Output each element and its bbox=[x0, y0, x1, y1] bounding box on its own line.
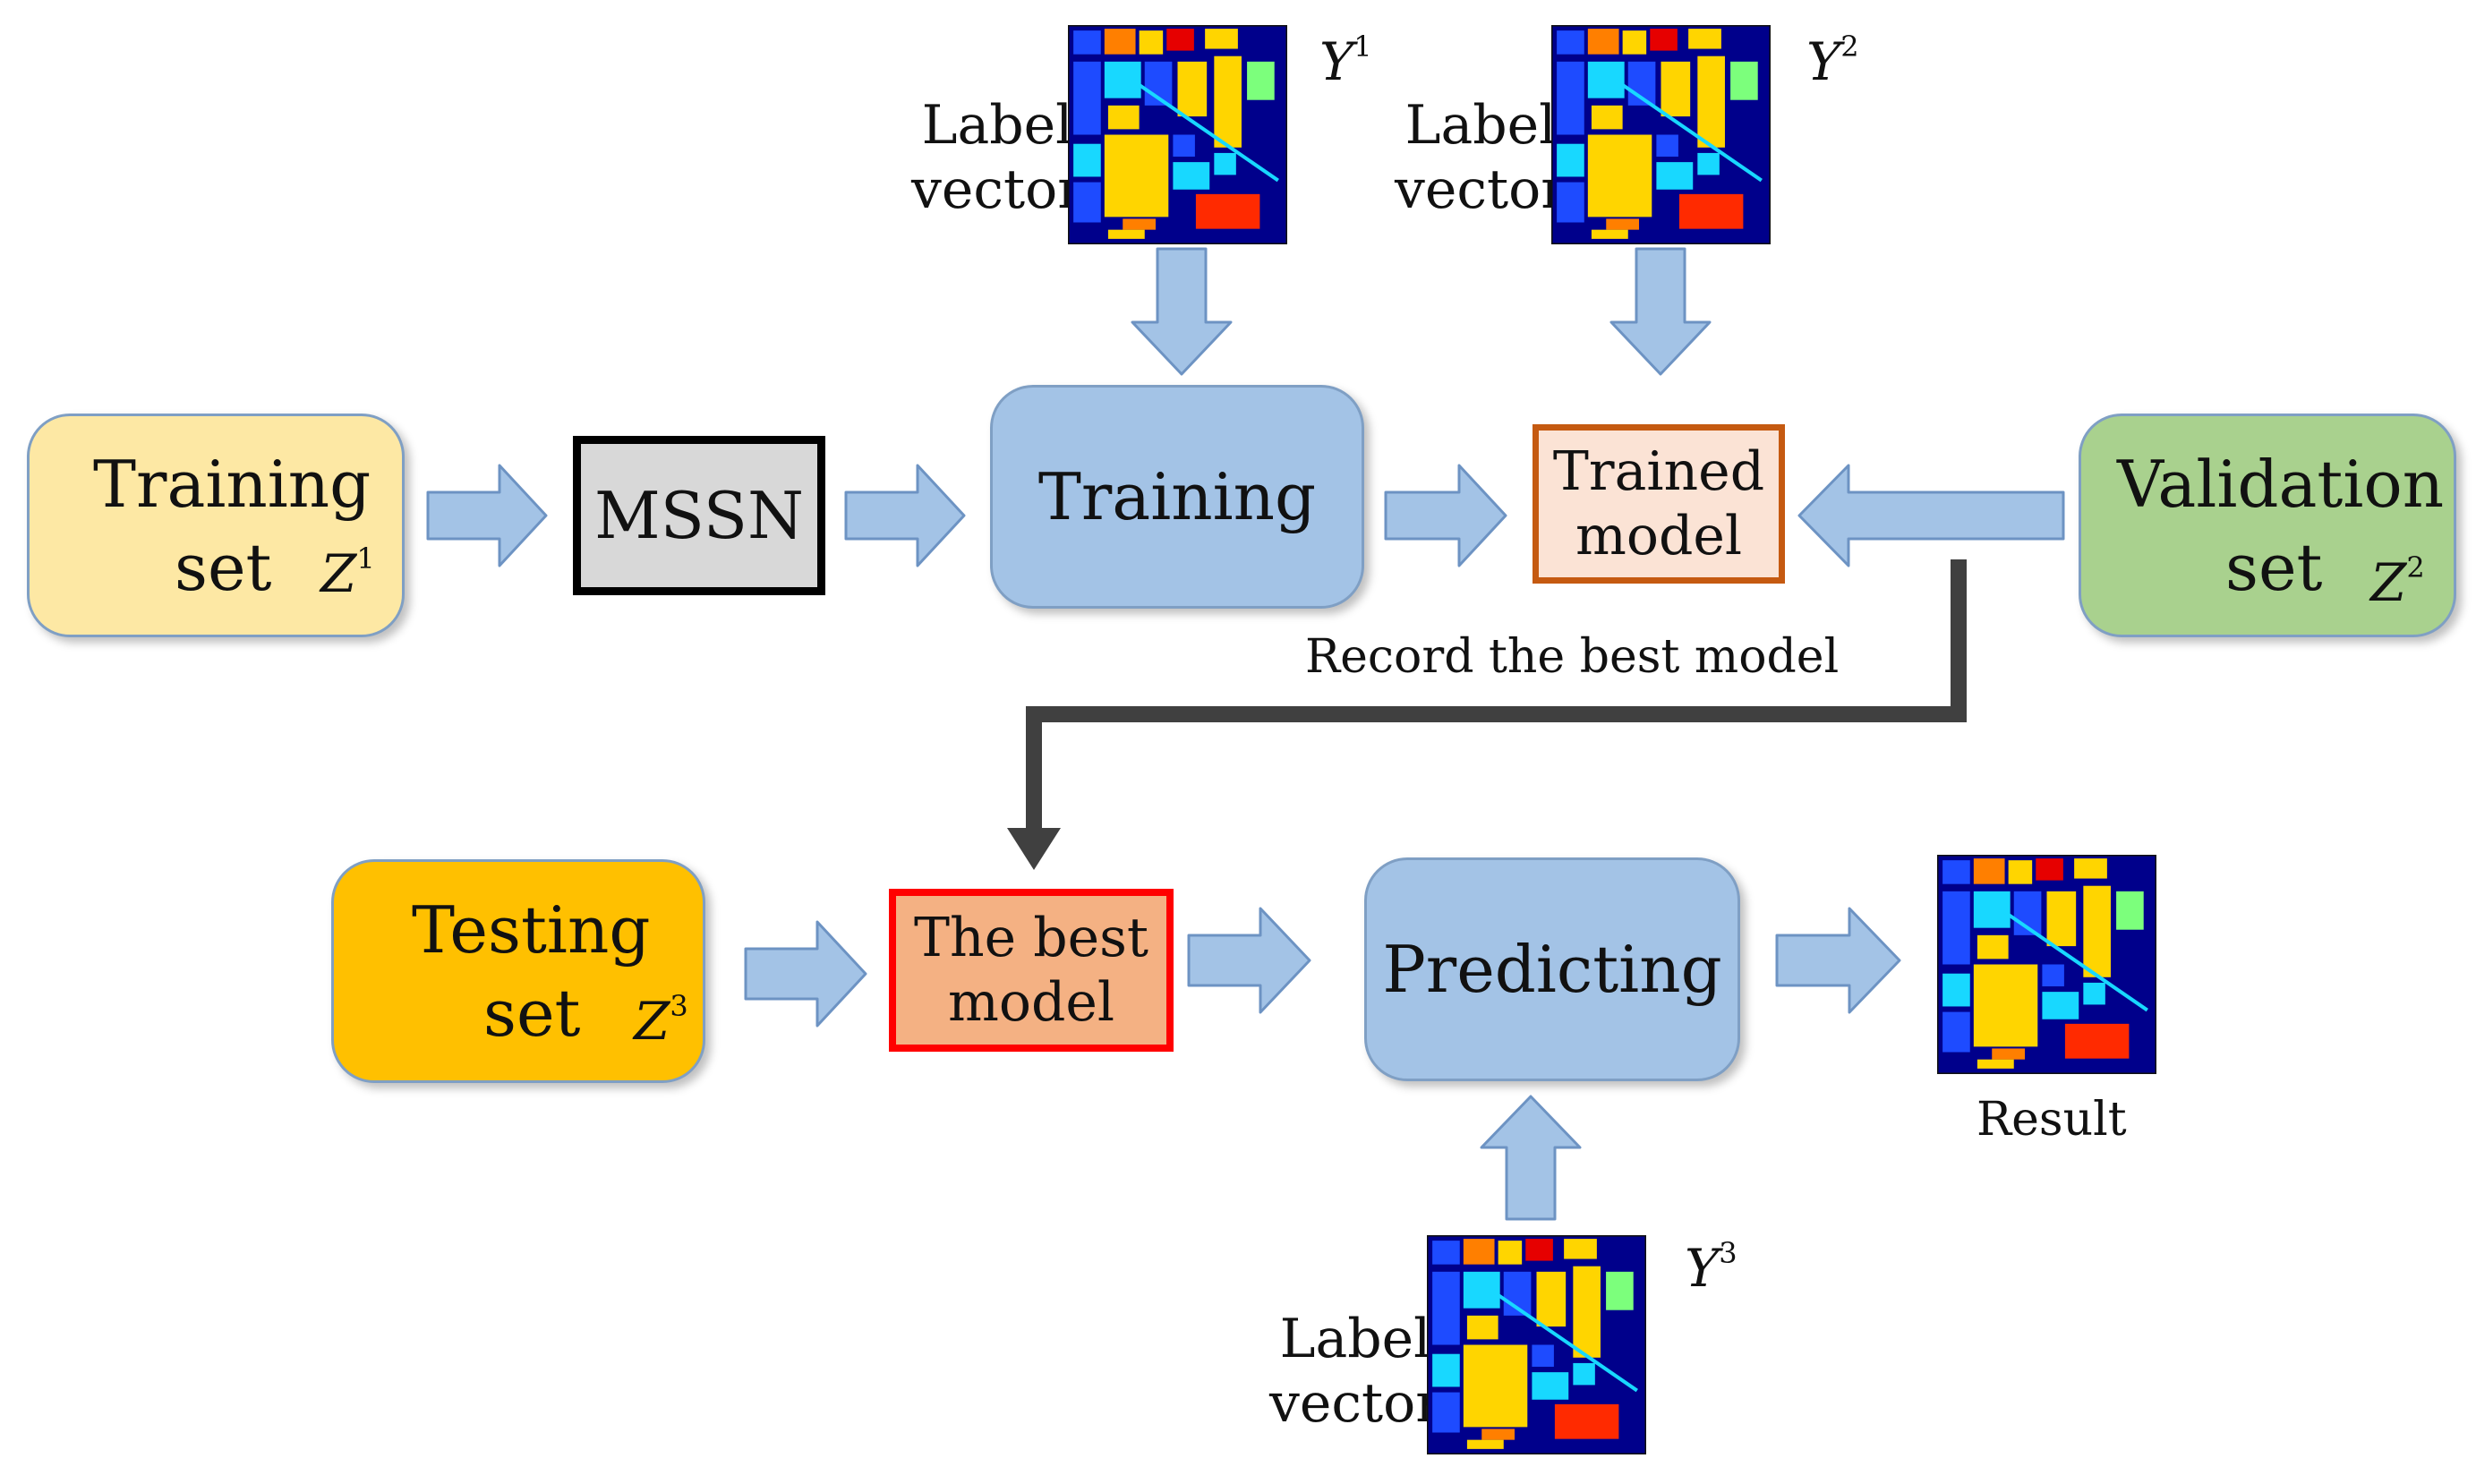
result-map bbox=[1937, 855, 2156, 1074]
label-vector-1-map bbox=[1068, 25, 1287, 244]
validation-set-symbol-sup: 2 bbox=[2406, 550, 2425, 584]
label-vector-1-symbol: Y1 bbox=[1319, 32, 1372, 88]
arrow-validation-to-trainedmodel bbox=[1797, 464, 2065, 567]
testing-set-line1: Testing bbox=[412, 892, 651, 968]
label-vector-1-symbol-letter: Y bbox=[1319, 31, 1354, 92]
arrow-labelvector3-up bbox=[1480, 1095, 1582, 1221]
predicting-label: Predicting bbox=[1382, 932, 1722, 1007]
validation-set-line1: Validation bbox=[2117, 447, 2445, 522]
label-vector-1-line1: Label bbox=[921, 94, 1073, 157]
training-set-symbol-sup: 1 bbox=[356, 542, 375, 576]
testing-set-symbol-sup: 3 bbox=[670, 989, 688, 1023]
arrow-predicting-to-result bbox=[1775, 907, 1901, 1014]
record-best-connector bbox=[1026, 559, 1967, 832]
label-vector-1-symbol-sup: 1 bbox=[1353, 30, 1372, 64]
label-vector-2-symbol-sup: 2 bbox=[1840, 30, 1859, 64]
training-set-symbol-letter: Z bbox=[320, 543, 357, 604]
label-vector-2-line1: Label bbox=[1404, 94, 1557, 157]
training-set-node bbox=[27, 414, 405, 637]
arrow-labelvector2-down bbox=[1609, 247, 1712, 376]
training-set-line1: Training bbox=[93, 447, 371, 522]
label-vector-2-symbol: Y2 bbox=[1806, 32, 1859, 88]
testing-set-line2: set bbox=[483, 976, 581, 1051]
validation-set-symbol-letter: Z bbox=[2370, 552, 2407, 613]
label-vector-3-symbol-sup: 3 bbox=[1719, 1236, 1737, 1270]
arrow-training-to-trainedmodel bbox=[1384, 464, 1507, 567]
arrow-mssn-to-training bbox=[844, 464, 966, 567]
predicting-node: Predicting bbox=[1364, 857, 1740, 1081]
validation-set-line2: set bbox=[2225, 530, 2323, 605]
label-vector-2-map bbox=[1551, 25, 1771, 244]
arrow-testingset-to-bestmodel bbox=[744, 920, 867, 1028]
label-vector-3-line2: vector bbox=[1269, 1372, 1441, 1435]
best-model-node: The best model bbox=[889, 889, 1174, 1052]
validation-set-symbol: Z2 bbox=[2370, 553, 2425, 609]
best-model-line2: model bbox=[947, 971, 1115, 1034]
label-vector-2-text: Label vector bbox=[1395, 93, 1567, 222]
mssn-label: MSSN bbox=[593, 478, 805, 553]
label-vector-1-line2: vector bbox=[911, 158, 1083, 221]
mssn-node: MSSN bbox=[573, 436, 825, 595]
record-best-arrowhead bbox=[1007, 828, 1061, 870]
label-vector-3-symbol: Y3 bbox=[1685, 1239, 1737, 1294]
training-set-symbol: Z1 bbox=[320, 544, 375, 600]
trained-model-node: Trained model bbox=[1533, 424, 1785, 584]
arrow-trainingset-to-mssn bbox=[426, 464, 548, 567]
label-vector-3-text: Label vector bbox=[1269, 1307, 1441, 1436]
training-set-line2: set bbox=[175, 530, 272, 605]
label-vector-2-line2: vector bbox=[1395, 158, 1567, 221]
trained-model-line2: model bbox=[1575, 505, 1743, 567]
record-best-label: Record the best model bbox=[1305, 630, 1840, 684]
trained-model-line1: Trained bbox=[1552, 440, 1765, 503]
validation-set-node bbox=[2079, 414, 2456, 637]
label-vector-3-symbol-letter: Y bbox=[1685, 1238, 1720, 1299]
arrow-labelvector1-down bbox=[1131, 247, 1233, 376]
label-vector-1-text: Label vector bbox=[911, 93, 1083, 222]
label-vector-3-map bbox=[1427, 1235, 1646, 1454]
training-label: Training bbox=[1037, 459, 1317, 534]
label-vector-2-symbol-letter: Y bbox=[1806, 31, 1841, 92]
training-node: Training bbox=[990, 385, 1364, 609]
testing-set-symbol: Z3 bbox=[634, 992, 688, 1047]
result-label: Result bbox=[1977, 1093, 2127, 1147]
arrow-bestmodel-to-predicting bbox=[1187, 907, 1311, 1014]
testing-set-symbol-letter: Z bbox=[634, 991, 670, 1052]
testing-set-node bbox=[331, 859, 705, 1083]
label-vector-3-line1: Label bbox=[1279, 1308, 1431, 1370]
best-model-line1: The best bbox=[913, 907, 1149, 969]
